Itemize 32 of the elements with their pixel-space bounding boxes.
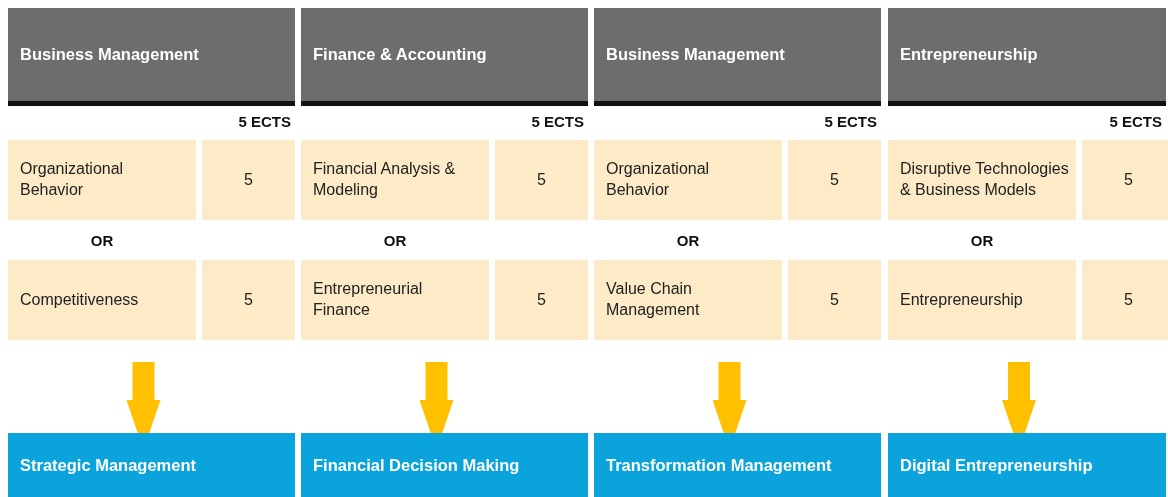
credit-box: 5 xyxy=(1082,140,1168,220)
credit-total: 5 ECTS xyxy=(824,113,877,130)
credit-box: 5 xyxy=(1082,260,1168,340)
credit-box: 5 xyxy=(495,260,588,340)
credit-box: 5 xyxy=(202,260,295,340)
or-separator: OR xyxy=(676,232,700,249)
or-separator: OR xyxy=(90,232,114,249)
course-box: Disruptive Technologies & Business Models xyxy=(888,140,1076,220)
category-header: Finance & Accounting xyxy=(301,8,588,106)
result-box: Transformation Management xyxy=(594,433,881,497)
credit-total: 5 ECTS xyxy=(238,113,291,130)
category-header: Business Management xyxy=(594,8,881,106)
course-box: Competitiveness xyxy=(8,260,196,340)
or-separator: OR xyxy=(970,232,994,249)
course-box: Entrepreneurship xyxy=(888,260,1076,340)
credit-box: 5 xyxy=(788,260,881,340)
credit-total: 5 ECTS xyxy=(531,113,584,130)
result-box: Strategic Management xyxy=(8,433,295,497)
credit-box: 5 xyxy=(495,140,588,220)
category-header: Entrepreneurship xyxy=(888,8,1166,106)
course-box: Value Chain Management xyxy=(594,260,782,340)
or-separator: OR xyxy=(383,232,407,249)
result-box: Digital Entrepreneurship xyxy=(888,433,1166,497)
result-box: Financial Decision Making xyxy=(301,433,588,497)
credit-box: 5 xyxy=(202,140,295,220)
category-header: Business Management xyxy=(8,8,295,106)
course-box: Organizational Behavior xyxy=(594,140,782,220)
course-box: Entrepreneurial Finance xyxy=(301,260,489,340)
course-box: Financial Analysis & Modeling xyxy=(301,140,489,220)
course-box: Organizational Behavior xyxy=(8,140,196,220)
credit-box: 5 xyxy=(788,140,881,220)
credit-total: 5 ECTS xyxy=(1109,113,1162,130)
